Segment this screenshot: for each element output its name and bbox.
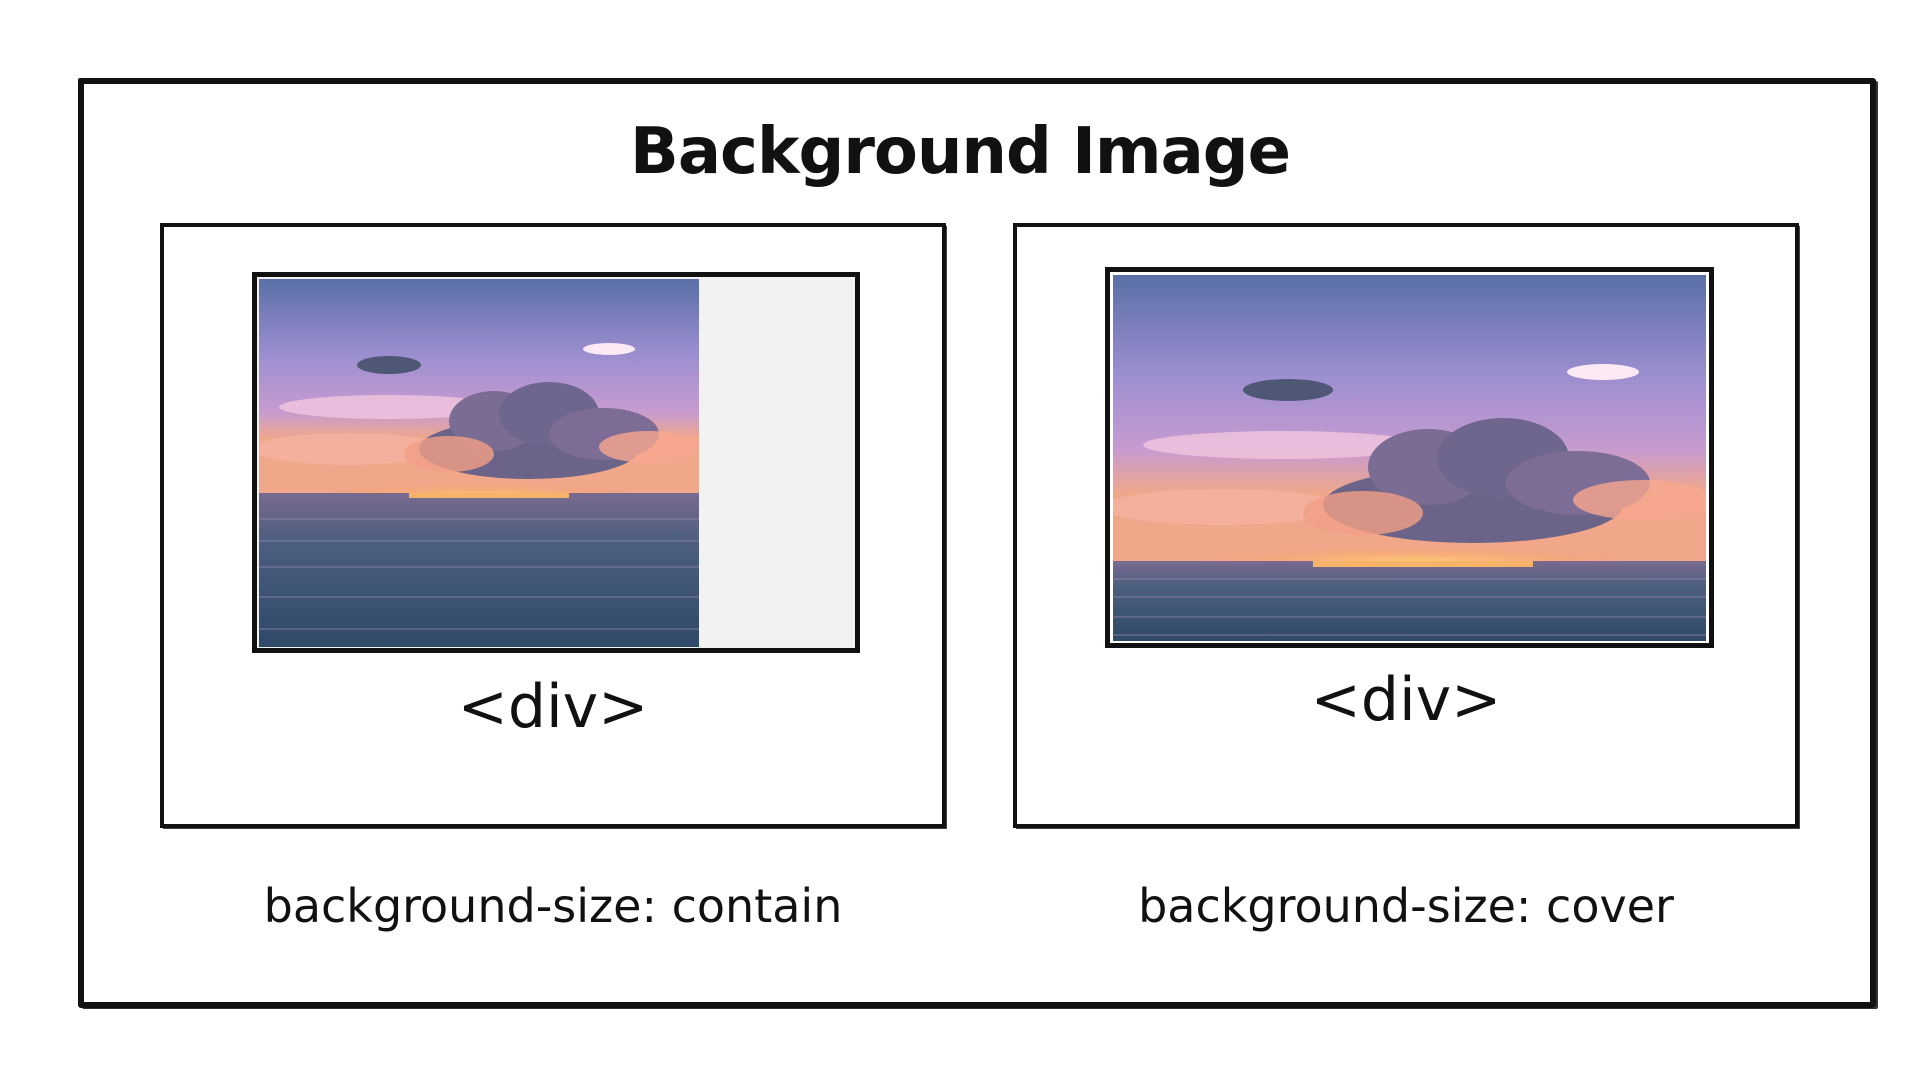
sunset-photo-cover <box>1113 275 1706 641</box>
sunset-photo-contain <box>259 279 699 647</box>
div-element-label: <div> <box>1310 665 1502 735</box>
div-box-contain <box>252 272 860 653</box>
outer-frame <box>78 78 1876 1008</box>
panel-contain: <div> <box>160 223 946 828</box>
panel-cover: <div> <box>1013 223 1799 828</box>
caption-cover: background-size: cover <box>1138 879 1674 933</box>
diagram-title: Background Image <box>630 115 1291 189</box>
div-box-cover <box>1105 267 1714 648</box>
div-element-label: <div> <box>457 672 649 742</box>
caption-contain: background-size: contain <box>263 879 843 933</box>
